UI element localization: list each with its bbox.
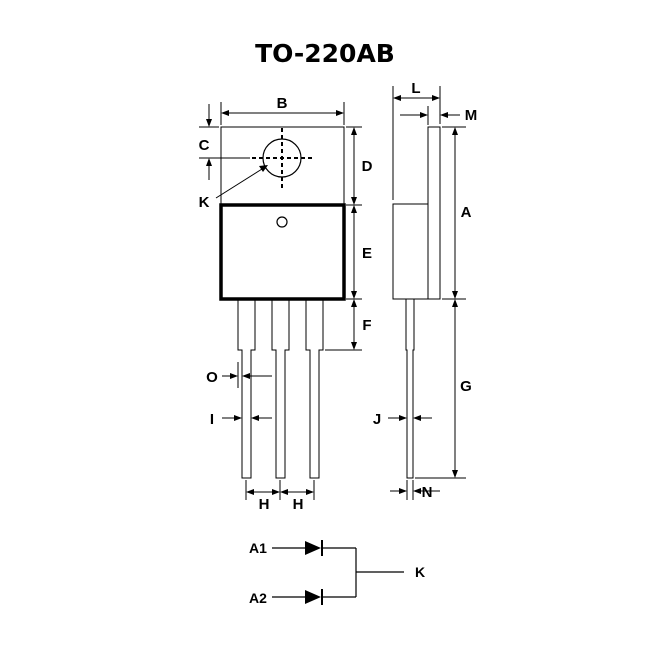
side-view: L M A G J N bbox=[373, 80, 477, 501]
dim-label-a: A bbox=[461, 204, 472, 221]
schematic-label-a1: A1 bbox=[249, 540, 267, 556]
package-title: TO-220AB bbox=[255, 39, 395, 68]
dim-label-m: M bbox=[465, 107, 478, 124]
lead-1 bbox=[237, 299, 256, 479]
diode-2-icon bbox=[305, 590, 321, 604]
side-lead bbox=[405, 299, 415, 479]
dim-label-o: O bbox=[206, 369, 218, 386]
dim-label-d: D bbox=[362, 158, 373, 175]
diode-1-icon bbox=[305, 541, 321, 555]
dim-label-i: I bbox=[210, 411, 214, 428]
front-view: B C K D E F O bbox=[199, 95, 373, 513]
dim-label-g: G bbox=[460, 378, 472, 395]
dim-label-k: K bbox=[199, 194, 210, 211]
dim-label-l: L bbox=[411, 80, 420, 97]
side-tab bbox=[427, 126, 441, 300]
schematic-label-k: K bbox=[415, 564, 425, 580]
dim-label-h2: H bbox=[293, 496, 304, 513]
dim-label-n: N bbox=[422, 484, 433, 501]
dim-label-c: C bbox=[199, 137, 210, 154]
dim-label-j: J bbox=[373, 411, 381, 428]
schematic-label-a2: A2 bbox=[249, 590, 267, 606]
side-body bbox=[392, 203, 429, 300]
lead-3 bbox=[305, 299, 324, 479]
dim-label-e: E bbox=[362, 245, 372, 262]
lead-2 bbox=[271, 299, 290, 479]
diode-schematic: A1 A2 K bbox=[249, 540, 425, 606]
dim-label-h1: H bbox=[259, 496, 270, 513]
pin1-dimple bbox=[276, 216, 288, 228]
dim-label-f: F bbox=[362, 317, 371, 334]
dim-label-b: B bbox=[277, 95, 288, 112]
package-body bbox=[219, 203, 346, 301]
